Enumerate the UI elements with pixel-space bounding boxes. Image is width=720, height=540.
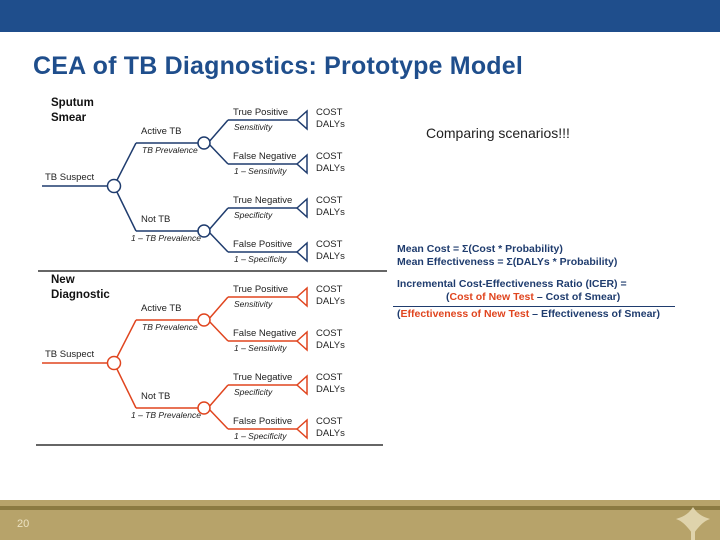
- new-diagnostic-branch-diagonal: [113, 362, 137, 409]
- new-diagnostic-leaf-diagonal: [207, 319, 229, 342]
- smear-dalys-label: DALYs: [316, 163, 345, 174]
- new-diagnostic-cost-label: COST: [316, 372, 343, 383]
- icer-title: Incremental Cost-Effectiveness Ratio (IC…: [397, 278, 627, 290]
- smear-dalys-label: DALYs: [316, 207, 345, 218]
- smear-dalys-label: DALYs: [316, 119, 345, 130]
- new-diagnostic-branch-diagonal: [113, 319, 137, 364]
- smear-cost-label: COST: [316, 239, 343, 250]
- smear-terminal-node: [295, 109, 308, 131]
- new-diagnostic-branch-chance-node: [197, 401, 211, 415]
- smear-terminal-node: [295, 153, 308, 175]
- smear-root-chance-node: [106, 178, 122, 194]
- smear-leaf-prob: 1 – Specificity: [234, 254, 287, 264]
- new-diagnostic-branch-chance-node: [197, 313, 211, 327]
- new-diagnostic-leaf-label: True Negative: [233, 372, 292, 383]
- smear-cost-label: COST: [316, 151, 343, 162]
- smear-title-line2: Smear: [51, 112, 87, 124]
- smear-branch-diagonal: [113, 142, 137, 187]
- smear-leaf-diagonal: [207, 207, 229, 232]
- cost-of-new-test: Cost of New Test: [449, 291, 534, 303]
- new-diagnostic-dalys-label: DALYs: [316, 340, 345, 351]
- smear-leaf-diagonal: [207, 230, 229, 253]
- smear-title-line1: Sputum: [51, 97, 94, 109]
- smear-branch-chance-node: [197, 224, 211, 238]
- new-diagnostic-branch-prob: TB Prevalence: [142, 322, 198, 332]
- new-diagnostic-leaf-prob: Sensitivity: [234, 299, 273, 309]
- smear-leaf-prob: Specificity: [234, 210, 273, 220]
- smear-leaf-label: True Positive: [233, 107, 288, 118]
- footer-divider: [0, 506, 720, 510]
- icer-denominator-rest: – Effectiveness of Smear): [529, 308, 660, 320]
- new-diagnostic-dalys-label: DALYs: [316, 428, 345, 439]
- icer-numerator: (Cost of New Test – Cost of Smear): [397, 291, 687, 304]
- footer-logo-icon: [676, 507, 710, 540]
- new-diagnostic-cost-label: COST: [316, 416, 343, 427]
- smear-branch-label: Active TB: [141, 126, 181, 137]
- smear-leaf-label: False Negative: [233, 151, 296, 162]
- smear-root-label: TB Suspect: [45, 172, 94, 183]
- smear-terminal-node: [295, 197, 308, 219]
- effectiveness-of-new-test: Effectiveness of New Test: [400, 308, 530, 320]
- new-diagnostic-root-label: TB Suspect: [45, 349, 94, 360]
- smear-branch-prob: 1 – TB Prevalence: [131, 233, 201, 243]
- smear-branch-prob: TB Prevalence: [142, 145, 198, 155]
- smear-branch-chance-node: [197, 136, 211, 150]
- smear-leaf-diagonal: [207, 119, 229, 144]
- new-diagnostic-title-line2: Diagnostic: [51, 289, 110, 301]
- new-diagnostic-leaf-prob: 1 – Specificity: [234, 431, 287, 441]
- smear-leaf-label: False Positive: [233, 239, 292, 250]
- new-diagnostic-terminal-node: [295, 418, 308, 440]
- new-diagnostic-terminal-node: [295, 286, 308, 308]
- smear-cost-label: COST: [316, 195, 343, 206]
- smear-leaf-prob: Sensitivity: [234, 122, 273, 132]
- formulas-panel: Mean Cost = Σ(Cost * Probability) Mean E…: [393, 243, 687, 321]
- new-diagnostic-leaf-diagonal: [207, 407, 229, 430]
- new-diagnostic-root-chance-node: [106, 355, 122, 371]
- new-diagnostic-terminal-node: [295, 374, 308, 396]
- new-diagnostic-leaf-diagonal: [207, 296, 229, 321]
- smear-cost-label: COST: [316, 107, 343, 118]
- smear-branch-label: Not TB: [141, 214, 170, 225]
- mean-cost-formula: Mean Cost = Σ(Cost * Probability): [397, 243, 563, 255]
- new-diagnostic-leaf-label: False Positive: [233, 416, 292, 427]
- icer-numerator-open: (: [446, 291, 450, 303]
- new-diagnostic-cost-label: COST: [316, 328, 343, 339]
- icer-numerator-rest: – Cost of Smear): [533, 291, 621, 303]
- icer-denominator-open: (: [397, 308, 401, 320]
- mean-effectiveness-formula: Mean Effectiveness = Σ(DALYs * Probabili…: [397, 256, 618, 268]
- smear-dalys-label: DALYs: [316, 251, 345, 262]
- icer-denominator: (Effectiveness of New Test – Effectivene…: [397, 308, 687, 321]
- smear-branch-diagonal: [113, 185, 137, 232]
- new-diagnostic-leaf-prob: 1 – Sensitivity: [234, 343, 287, 353]
- new-diagnostic-title-line1: New: [51, 274, 75, 286]
- page-number: 20: [17, 518, 30, 530]
- icer-fraction-line: [393, 306, 675, 307]
- slide-title: CEA of TB Diagnostics: Prototype Model: [33, 52, 524, 80]
- new-diagnostic-branch-label: Active TB: [141, 303, 181, 314]
- new-diagnostic-terminal-node: [295, 330, 308, 352]
- new-diagnostic-dalys-label: DALYs: [316, 296, 345, 307]
- new-diagnostic-leaf-label: True Positive: [233, 284, 288, 295]
- top-bar: [0, 0, 720, 32]
- new-diagnostic-leaf-label: False Negative: [233, 328, 296, 339]
- new-diagnostic-branch-label: Not TB: [141, 391, 170, 402]
- new-diagnostic-leaf-prob: Specificity: [234, 387, 273, 397]
- smear-terminal-node: [295, 241, 308, 263]
- new-diagnostic-branch-prob: 1 – TB Prevalence: [131, 410, 201, 420]
- new-diagnostic-cost-label: COST: [316, 284, 343, 295]
- smear-leaf-prob: 1 – Sensitivity: [234, 166, 287, 176]
- new-diagnostic-leaf-diagonal: [207, 384, 229, 409]
- smear-leaf-label: True Negative: [233, 195, 292, 206]
- new-diagnostic-dalys-label: DALYs: [316, 384, 345, 395]
- comparing-scenarios-note: Comparing scenarios!!!: [426, 125, 570, 141]
- smear-leaf-diagonal: [207, 142, 229, 165]
